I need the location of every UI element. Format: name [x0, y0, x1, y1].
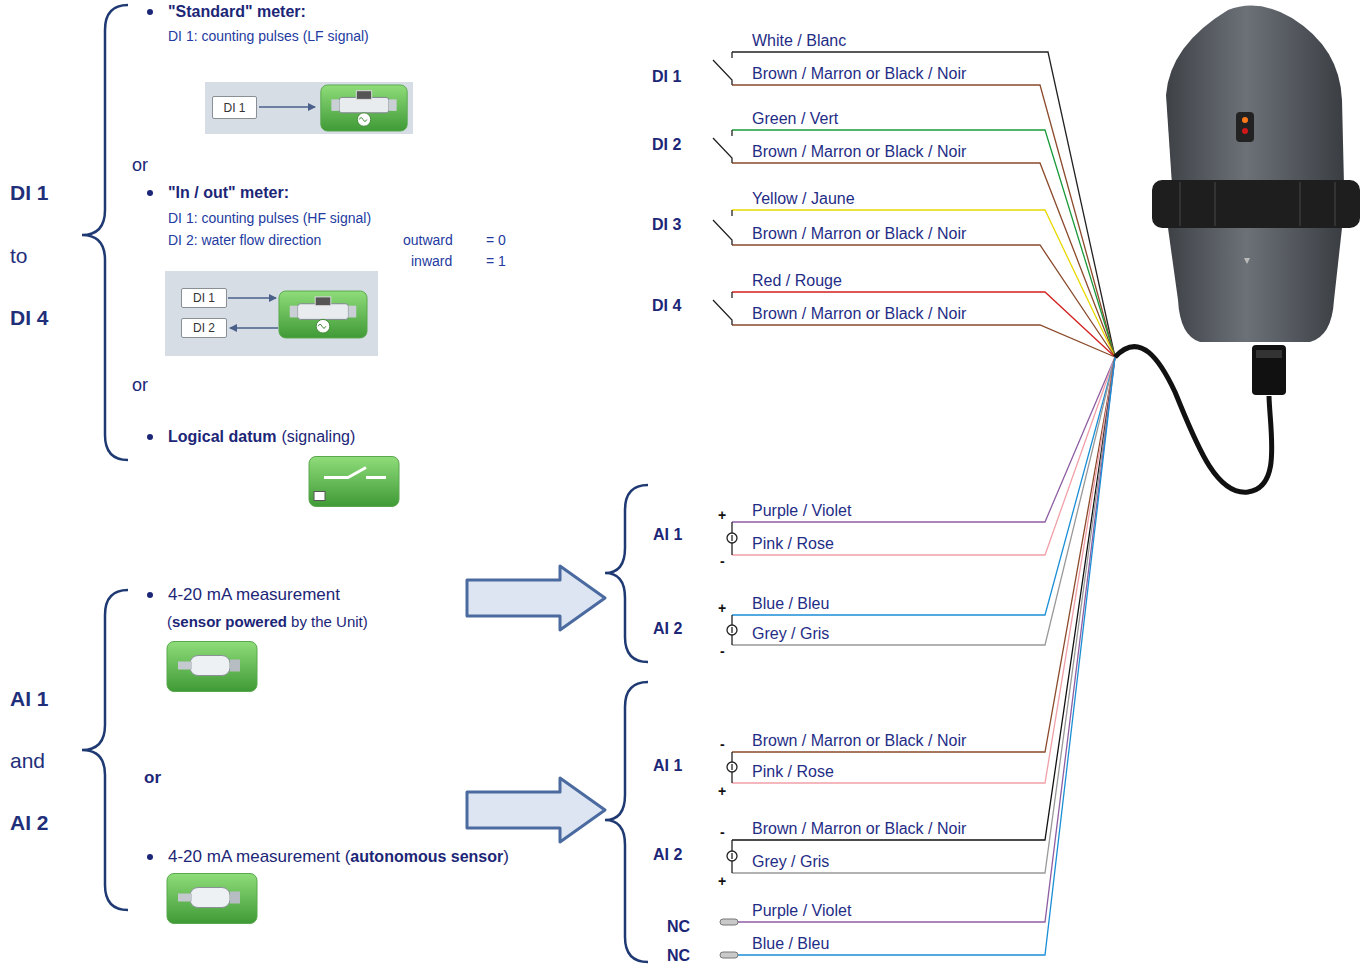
note: = 0	[486, 231, 506, 249]
wire-color: Grey / Gris	[752, 853, 829, 871]
wire-color: Green / Vert	[752, 110, 838, 128]
note: (signaling)	[281, 428, 355, 446]
wire-color: Blue / Bleu	[752, 595, 829, 613]
polarity: +	[718, 872, 726, 890]
wire-color: Brown / Marron or Black / Noir	[752, 225, 966, 243]
signal-name: AI 1	[653, 526, 682, 544]
wire-color: Purple / Violet	[752, 902, 851, 920]
pin-name: NC	[667, 947, 690, 964]
wire-color: Blue / Bleu	[752, 935, 829, 953]
note: )	[503, 848, 509, 866]
wire-color: Brown / Marron or Black / Noir	[752, 143, 966, 161]
wire-color: Brown / Marron or Black / Noir	[752, 820, 966, 838]
note: by the Unit)	[291, 613, 368, 631]
signal-name: DI 4	[652, 297, 681, 315]
wire-color: Yellow / Jaune	[752, 190, 855, 208]
polarity: +	[718, 506, 726, 524]
signal-name: DI 1	[652, 68, 681, 86]
wire-color: Brown / Marron or Black / Noir	[752, 305, 966, 323]
polarity: -	[720, 735, 725, 753]
input-name: DI 2	[193, 321, 215, 335]
wire-color: Purple / Violet	[752, 502, 851, 520]
wire-color: White / Blanc	[752, 32, 846, 50]
input-box: DI 1	[212, 96, 257, 119]
note: (	[167, 613, 172, 631]
input-box: DI 2	[181, 318, 227, 338]
group-name: AI 2	[10, 814, 49, 832]
polarity: -	[720, 823, 725, 841]
heading: Logical datum	[168, 428, 276, 446]
wire-color: Brown / Marron or Black / Noir	[752, 65, 966, 83]
polarity: +	[718, 782, 726, 800]
group-name: DI 1	[10, 184, 49, 202]
heading: 4-20 mA measurement (	[168, 848, 350, 866]
signal-name: AI 2	[653, 846, 682, 864]
signal-name: AI 1	[653, 757, 682, 775]
wire-color: Red / Rouge	[752, 272, 842, 290]
wire-color: Pink / Rose	[752, 763, 834, 781]
note: or	[132, 156, 148, 174]
pin-name: NC	[667, 918, 690, 936]
heading: "In / out" meter:	[168, 184, 289, 202]
group-name: and	[10, 752, 45, 770]
note: or	[132, 376, 148, 394]
polarity: -	[720, 642, 725, 660]
input-box: DI 1	[181, 288, 227, 308]
wire-color: Grey / Gris	[752, 625, 829, 643]
signal-name: AI 2	[653, 620, 682, 638]
polarity: +	[718, 599, 726, 617]
heading: 4-20 mA measurement	[168, 586, 340, 604]
group-name: DI 4	[10, 309, 49, 327]
wire-color: Pink / Rose	[752, 535, 834, 553]
wire-color: Brown / Marron or Black / Noir	[752, 732, 966, 750]
note: outward	[403, 231, 453, 249]
note: DI 1: counting pulses (HF signal)	[168, 209, 371, 227]
note: DI 2: water flow direction	[168, 231, 321, 249]
note: sensor powered	[172, 613, 287, 631]
note: = 1	[486, 252, 506, 270]
note: inward	[411, 252, 452, 270]
group-name: to	[10, 247, 28, 265]
signal-name: DI 2	[652, 136, 681, 154]
input-name: DI 1	[223, 101, 245, 115]
polarity: -	[720, 552, 725, 570]
note: autonomous sensor	[350, 848, 503, 866]
note: DI 1: counting pulses (LF signal)	[168, 27, 369, 45]
group-name: AI 1	[10, 690, 49, 708]
heading: "Standard" meter:	[168, 3, 306, 21]
input-name: DI 1	[193, 291, 215, 305]
note: or	[144, 769, 161, 787]
signal-name: DI 3	[652, 216, 681, 234]
